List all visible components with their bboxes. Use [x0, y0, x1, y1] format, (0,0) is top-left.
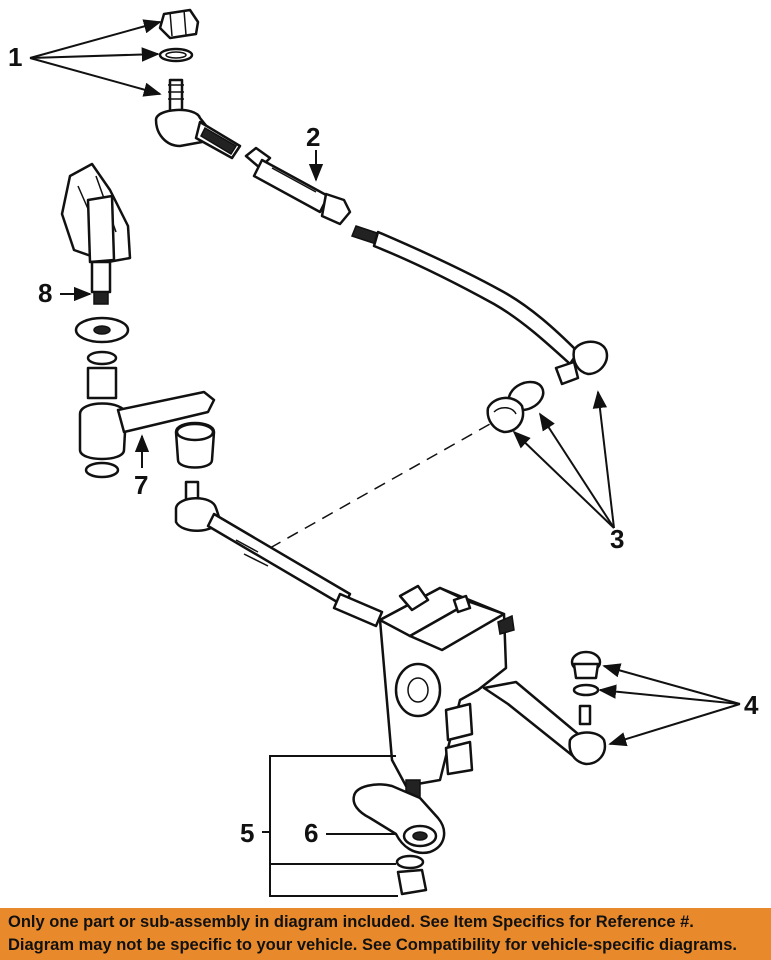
callout-leaders: [29, 19, 741, 897]
idler-arm-bracket: [60, 162, 132, 305]
outer-tie-rod-end-top: [154, 8, 242, 160]
callout-1: 1: [8, 42, 22, 72]
disclaimer-banner: Only one part or sub-assembly in diagram…: [0, 908, 771, 960]
idler-arm: [74, 316, 216, 479]
callout-4: 4: [744, 690, 759, 720]
outer-tie-rod-end-right: [482, 650, 607, 766]
callout-8: 8: [38, 278, 52, 308]
pitman-arm: [352, 783, 446, 896]
inner-tie-rod-end: [486, 380, 545, 434]
callout-3: 3: [610, 524, 624, 554]
callout-7: 7: [134, 470, 148, 500]
lower-tie-rod: [174, 423, 491, 628]
disclaimer-line-1: Only one part or sub-assembly in diagram…: [8, 913, 694, 931]
disclaimer-line-2: Diagram may not be specific to your vehi…: [8, 936, 737, 954]
adjuster-sleeve: [244, 146, 352, 226]
center-link-upper: [351, 225, 609, 386]
callout-5: 5: [240, 818, 254, 848]
steering-gear-box: [378, 584, 515, 801]
callout-2: 2: [306, 122, 320, 152]
callout-6: 6: [304, 818, 318, 848]
steering-linkage-diagram: 1 2 3 4 5 6 7 8: [8, 8, 759, 897]
